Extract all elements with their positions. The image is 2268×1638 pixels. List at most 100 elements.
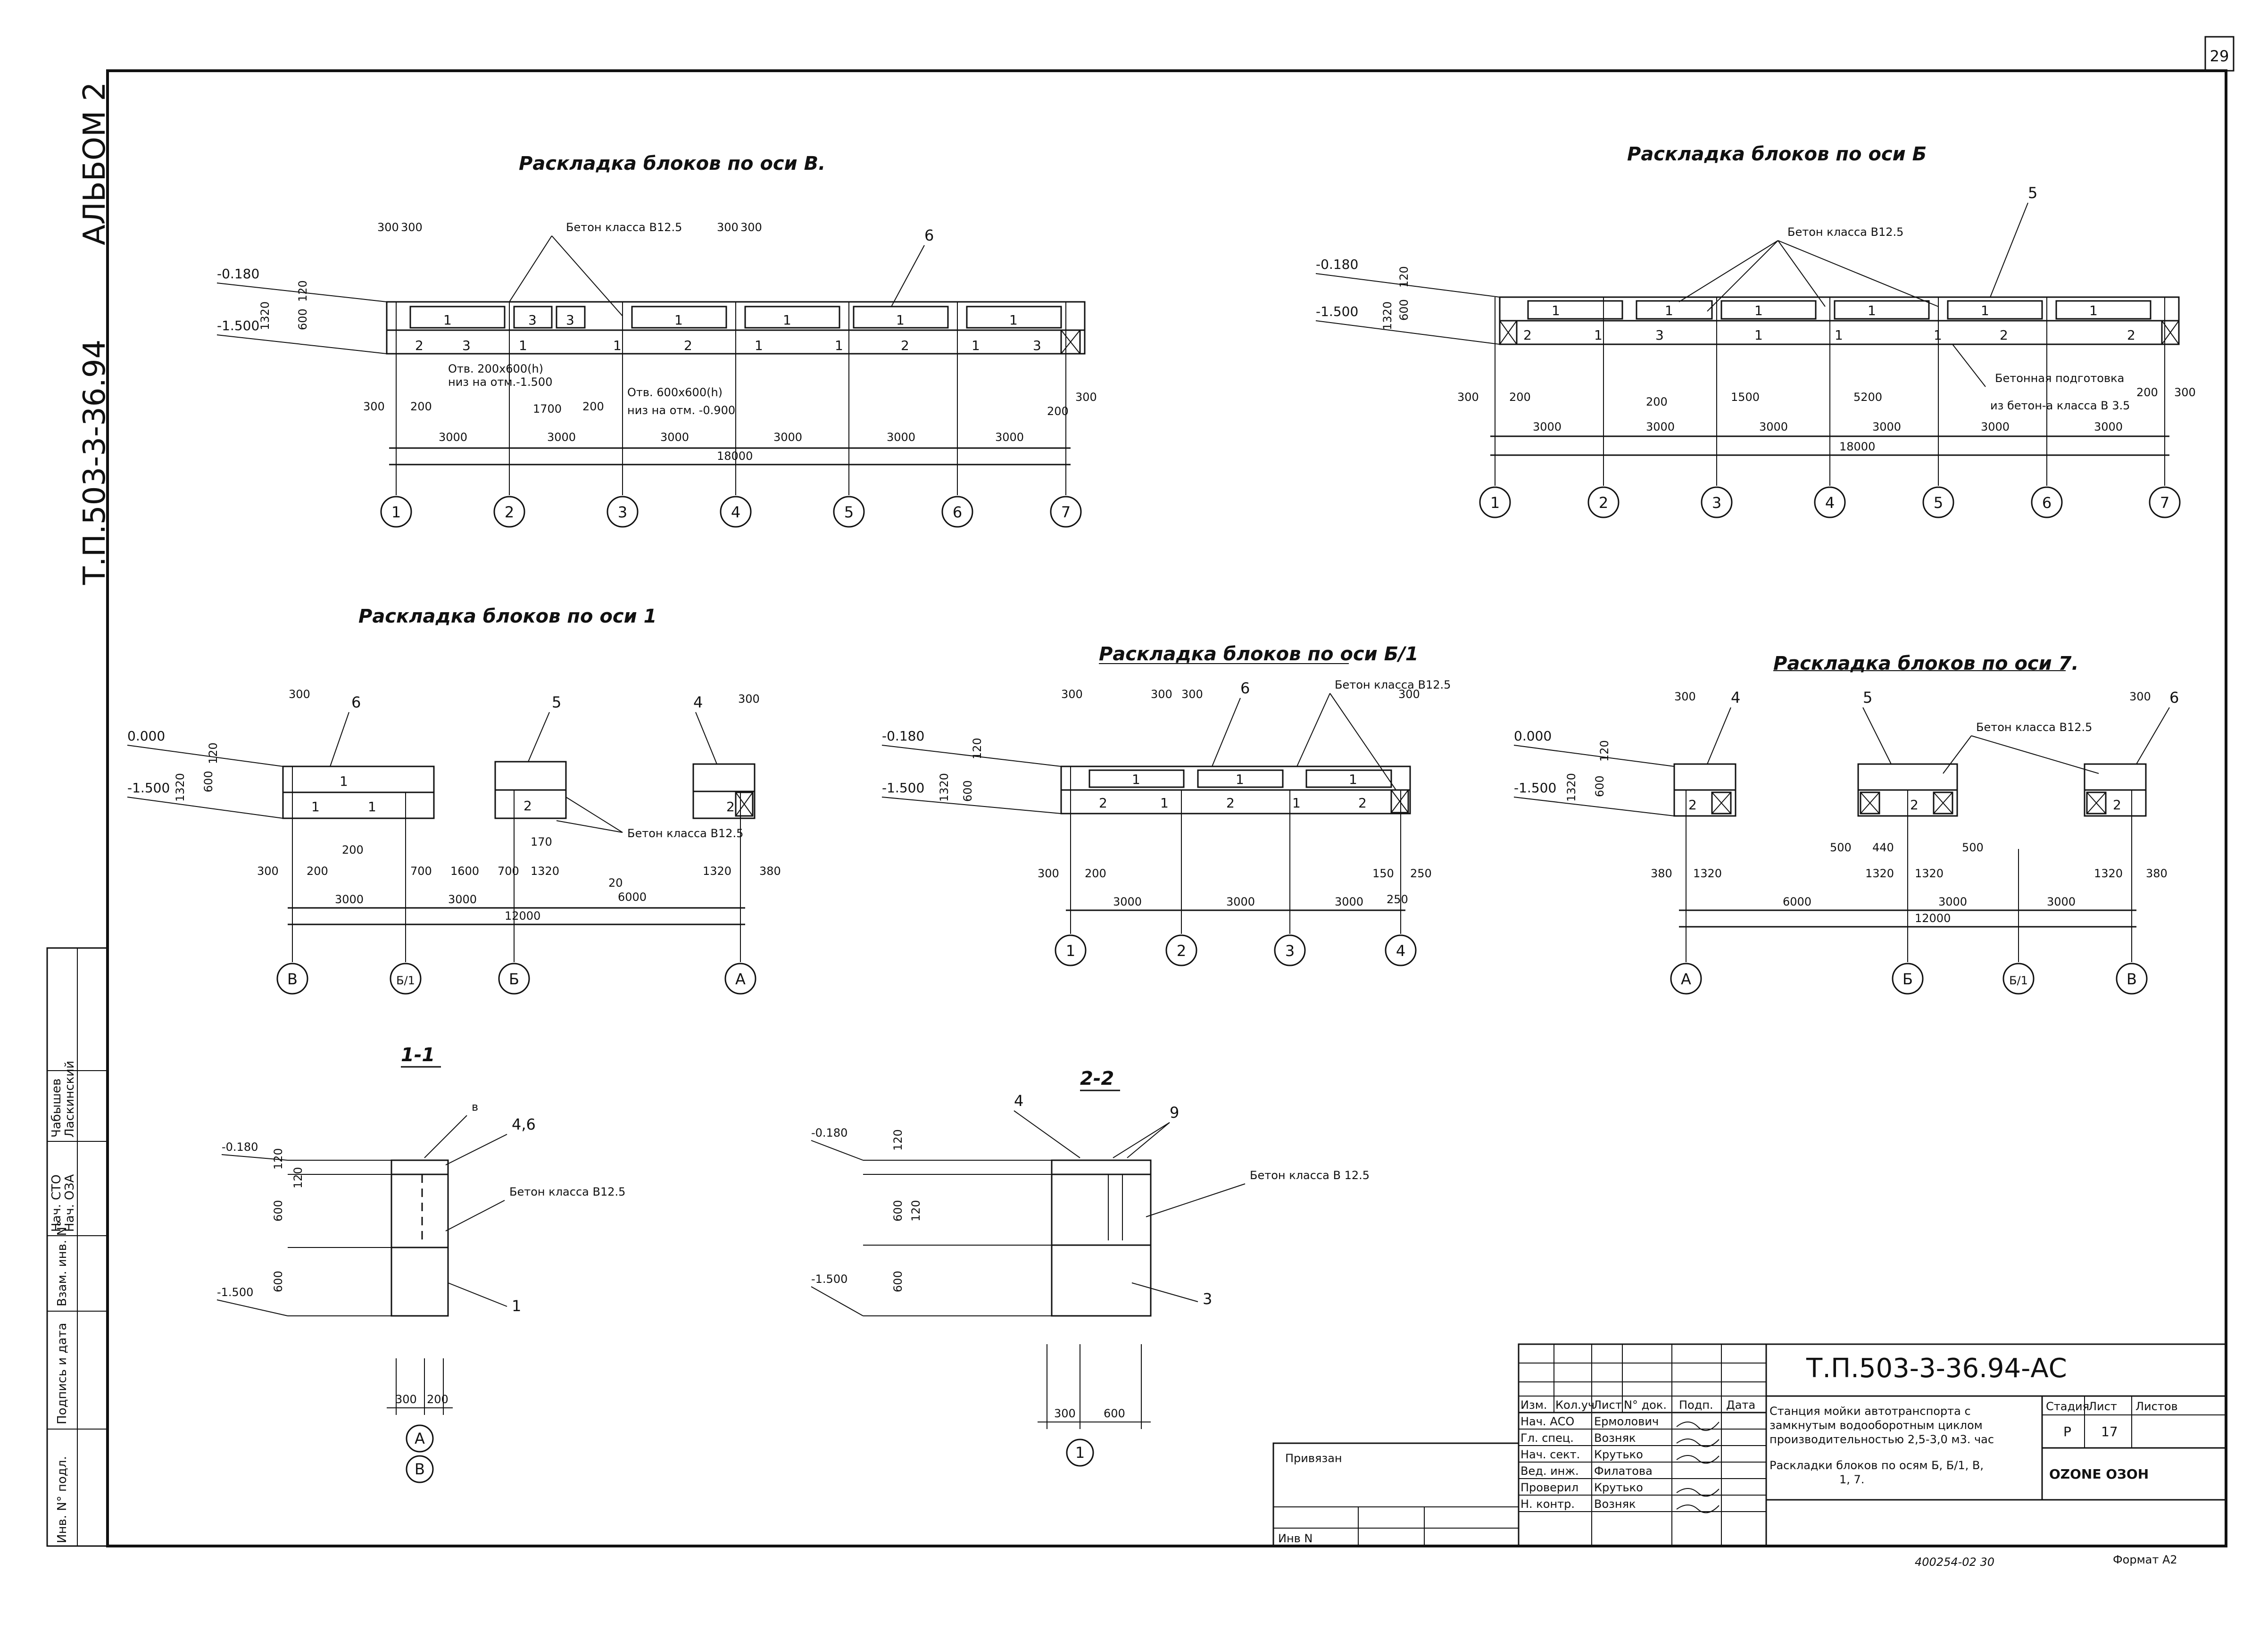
ax7-elev-top: 0.000 bbox=[1514, 728, 1552, 744]
b1-bot-cell: 2 bbox=[1099, 795, 1107, 811]
v-subdim: 1700 bbox=[533, 402, 562, 416]
tb-signature bbox=[1676, 1438, 1720, 1447]
axis-mark: 5 bbox=[1934, 494, 1943, 512]
b1-vdim: 1320 bbox=[938, 773, 951, 802]
axis-mark: 1 bbox=[1490, 494, 1500, 512]
b-prep-note: Бетонная подготовка bbox=[1995, 372, 2124, 385]
v-bot-cell: 1 bbox=[519, 338, 527, 353]
layout-v-title: Раскладка блоков по оси В. bbox=[519, 153, 825, 175]
s11-vdim: 120 bbox=[272, 1148, 285, 1170]
tb-role: Нач. АСО bbox=[1520, 1415, 1574, 1428]
axis-mark: Б/1 bbox=[396, 974, 415, 987]
ax7-elev-bot: -1.500 bbox=[1514, 780, 1556, 796]
tb-col: Лист bbox=[1593, 1398, 1622, 1412]
axis-mark: 1 bbox=[391, 503, 401, 521]
ax1-elev-top: 0.000 bbox=[127, 728, 165, 744]
margin-role-1: Нач. СТО bbox=[50, 1174, 64, 1232]
v-top-cell: 1 bbox=[1009, 312, 1018, 328]
s11-axis: А bbox=[415, 1430, 425, 1447]
tb-format: Формат А2 bbox=[2113, 1553, 2177, 1566]
b-vdim: 120 bbox=[1397, 266, 1411, 288]
axis-mark: 6 bbox=[2042, 494, 2052, 512]
page-number: 29 bbox=[2210, 47, 2229, 65]
album-code: Т.П.503-3-36.94 bbox=[77, 340, 112, 585]
ax1-subdim: 20 bbox=[608, 876, 623, 890]
b-bot-cell: 1 bbox=[1934, 327, 1942, 343]
b1-span: 3000 bbox=[1335, 895, 1363, 908]
v-opening-1b: низ на отм.-1.500 bbox=[448, 375, 552, 389]
ax1-cell: 1 bbox=[340, 773, 348, 789]
ax1-concrete-note: Бетон класса B12.5 bbox=[627, 827, 743, 840]
tb-name: Крутько bbox=[1594, 1481, 1643, 1494]
s11-elev-bot: -1.500 bbox=[217, 1286, 253, 1299]
s22-dim: 300 bbox=[1054, 1407, 1076, 1420]
ax7-concrete-note: Бетон класса B12.5 bbox=[1976, 721, 2092, 734]
tb-role: Вед. инж. bbox=[1520, 1464, 1579, 1478]
tb-name: Возняк bbox=[1594, 1497, 1636, 1511]
tb-sheet-title: 1, 7. bbox=[1839, 1473, 1864, 1486]
ax1-top-dim: 300 bbox=[289, 688, 310, 701]
tb-signature bbox=[1676, 1422, 1720, 1431]
b-subdim: 300 bbox=[1457, 391, 1479, 404]
s11-dim: 200 bbox=[427, 1393, 449, 1406]
tb-sheets-h: Листов bbox=[2135, 1400, 2178, 1413]
ax7-subdim: 380 bbox=[2146, 867, 2168, 880]
ax7-top-dim: 300 bbox=[2129, 690, 2151, 703]
b1-vdim: 120 bbox=[971, 738, 984, 759]
tb-stage-h: Стадия bbox=[2046, 1400, 2089, 1413]
b-subdim: 5200 bbox=[1853, 391, 1882, 404]
tb-name: Филатова bbox=[1594, 1464, 1653, 1478]
ax1-vdim: 1320 bbox=[174, 773, 187, 802]
tb-col: N° док. bbox=[1624, 1398, 1667, 1412]
margin-role-2: Нач. ОЗА bbox=[63, 1174, 77, 1232]
layout-1-title: Раскладка блоков по оси 1 bbox=[358, 606, 656, 627]
axis-mark: 4 bbox=[1396, 942, 1405, 960]
ax1-top-dim: 300 bbox=[738, 692, 760, 706]
axis-mark: 3 bbox=[1712, 494, 1721, 512]
s22-vdim: 120 bbox=[891, 1129, 905, 1151]
v-opening-1: Отв. 200х600(h) bbox=[448, 362, 543, 375]
b1-subdim: 200 bbox=[1085, 867, 1106, 880]
ax1-elev-bot: -1.500 bbox=[127, 780, 170, 796]
ax7-subdim: 1320 bbox=[2094, 867, 2123, 880]
tb-inv: Инв N bbox=[1278, 1532, 1313, 1545]
v-bot-cell: 1 bbox=[755, 338, 763, 353]
v-top-dim: 300 bbox=[401, 221, 423, 234]
ax7-leader: 4 bbox=[1731, 689, 1740, 707]
v-bot-cell: 1 bbox=[835, 338, 843, 353]
v-bot-cell: 3 bbox=[1033, 338, 1041, 353]
tb-col: Кол.уч bbox=[1555, 1398, 1595, 1412]
ax7-cell: 2 bbox=[1688, 797, 1697, 813]
ax7-span: 3000 bbox=[1938, 895, 1967, 908]
margin-name-2: Ласкинский bbox=[63, 1061, 77, 1138]
s11-vdim: 600 bbox=[272, 1200, 285, 1222]
layout-axis-7: Раскладка блоков по оси 7. 0.000 -1.500 … bbox=[1513, 653, 2179, 995]
axis-mark: 7 bbox=[1061, 503, 1071, 521]
v-top-cell: 3 bbox=[528, 312, 537, 328]
b-top-cell: 1 bbox=[1754, 303, 1763, 318]
axis-mark: 2 bbox=[1599, 494, 1608, 512]
s11-vdim: 120 bbox=[291, 1167, 305, 1189]
tb-role: Нач. сект. bbox=[1520, 1448, 1580, 1461]
axis-mark: В bbox=[2127, 970, 2137, 988]
v-bot-cell: 2 bbox=[415, 338, 424, 353]
v-span: 3000 bbox=[439, 431, 467, 444]
v-span: 3000 bbox=[547, 431, 576, 444]
b-elev-bot: -1.500 bbox=[1316, 304, 1358, 319]
tb-signature bbox=[1676, 1488, 1720, 1497]
b-leader-5: 5 bbox=[2028, 184, 2037, 202]
b-top-cell: 1 bbox=[1665, 303, 1673, 318]
ax1-cell: 1 bbox=[311, 799, 320, 815]
v-vdim: 600 bbox=[296, 308, 309, 330]
s22-dim: 600 bbox=[1104, 1407, 1125, 1420]
s22-axis: 1 bbox=[1075, 1444, 1085, 1462]
b1-subdim: 150 bbox=[1372, 867, 1394, 880]
ax1-vdim: 120 bbox=[207, 742, 220, 764]
s22-leader: 3 bbox=[1203, 1290, 1212, 1308]
ax7-vdim: 1320 bbox=[1565, 773, 1578, 802]
v-spans: 3000 3000 3000 3000 3000 3000 18000 bbox=[439, 431, 1024, 463]
b1-top-dim: 300 bbox=[1151, 688, 1172, 701]
tb-signature bbox=[1676, 1455, 1720, 1464]
b1-bot-cell: 1 bbox=[1160, 795, 1169, 811]
ax7-subdim: 1320 bbox=[1865, 867, 1894, 880]
